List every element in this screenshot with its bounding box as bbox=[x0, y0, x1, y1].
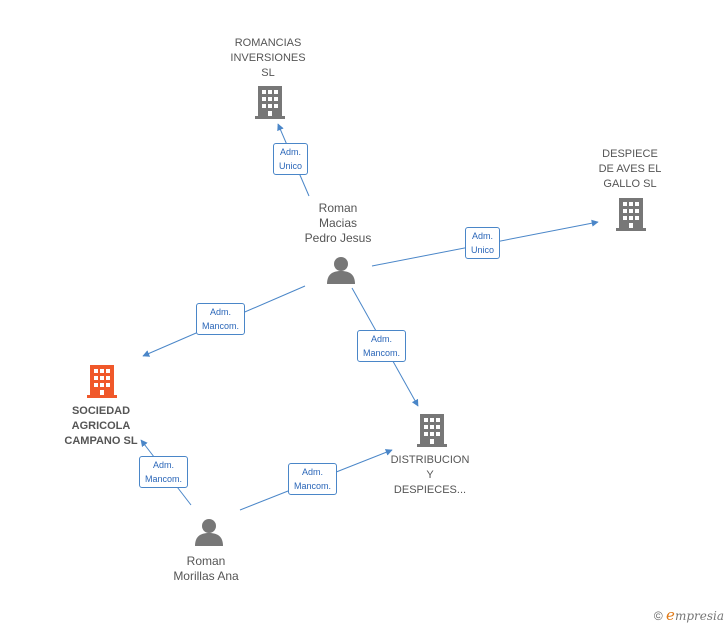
label-line: DESPIECE bbox=[602, 148, 658, 160]
label-line: Roman bbox=[318, 201, 358, 215]
building-icon[interactable] bbox=[417, 414, 447, 447]
building-icon[interactable] bbox=[616, 198, 646, 231]
label-line: CAMPANO SL bbox=[64, 435, 138, 447]
label-line: Morillas Ana bbox=[173, 569, 239, 583]
edge-label-line: Mancom. bbox=[363, 348, 401, 358]
edge-label-adm-mancom: Adm. Mancom. bbox=[139, 456, 189, 488]
label-line: DESPIECES... bbox=[393, 484, 467, 496]
edge-label-adm-mancom: Adm. Mancom. bbox=[288, 463, 338, 495]
edge-label-adm-mancom: Adm. Mancom. bbox=[196, 303, 246, 335]
edge-label-line: Adm. bbox=[210, 307, 232, 317]
edge-label-line: Adm. bbox=[371, 334, 393, 344]
label-line: Pedro Jesus bbox=[304, 231, 372, 245]
building-icon[interactable] bbox=[255, 86, 285, 119]
edge-label-line: Unico bbox=[471, 245, 495, 255]
label-line: ROMANCIAS bbox=[234, 37, 302, 49]
label-line: DISTRIBUCION bbox=[390, 454, 470, 466]
edge-label-line: Adm. bbox=[302, 467, 324, 477]
edge-label-line: Adm. bbox=[472, 231, 494, 241]
edge-label-line: Adm. bbox=[280, 147, 302, 157]
edge-label-line: Adm. bbox=[153, 460, 175, 470]
label-line: Y bbox=[426, 469, 434, 481]
brand-name: mpresia bbox=[674, 609, 724, 623]
edge-label-adm-unico: Adm. Unico bbox=[273, 143, 309, 175]
edge-label-adm-unico: Adm. Unico bbox=[465, 227, 501, 259]
company-label-romancias[interactable]: ROMANCIAS INVERSIONES SL bbox=[218, 36, 318, 81]
copyright-symbol: © bbox=[653, 609, 663, 623]
brand-logo: © empresia bbox=[654, 606, 724, 624]
label-line: SL bbox=[261, 67, 275, 79]
person-icon[interactable] bbox=[327, 257, 355, 284]
person-label-roman-morillas[interactable]: Roman Morillas Ana bbox=[156, 554, 256, 584]
person-label-roman-macias[interactable]: Roman Macias Pedro Jesus bbox=[288, 201, 388, 246]
person-icon[interactable] bbox=[195, 519, 223, 546]
edge-label-line: Mancom. bbox=[202, 321, 240, 331]
company-label-despiece[interactable]: DESPIECE DE AVES EL GALLO SL bbox=[580, 147, 680, 192]
company-label-sociedad[interactable]: SOCIEDAD AGRICOLA CAMPANO SL bbox=[51, 404, 151, 449]
label-line: DE AVES EL bbox=[598, 163, 662, 175]
label-line: SOCIEDAD bbox=[71, 405, 131, 417]
label-line: INVERSIONES bbox=[230, 52, 306, 64]
building-icon-main[interactable] bbox=[87, 365, 117, 398]
edge-label-line: Mancom. bbox=[145, 474, 183, 484]
label-line: Roman bbox=[186, 554, 226, 568]
label-line: Macias bbox=[318, 216, 357, 230]
edge-label-line: Mancom. bbox=[294, 481, 332, 491]
edge-label-line: Unico bbox=[279, 161, 303, 171]
label-line: AGRICOLA bbox=[71, 420, 131, 432]
edge-label-adm-mancom: Adm. Mancom. bbox=[357, 330, 407, 362]
label-line: GALLO SL bbox=[603, 178, 657, 190]
brand-e: e bbox=[666, 606, 675, 624]
company-label-distribucion[interactable]: DISTRIBUCION Y DESPIECES... bbox=[380, 453, 480, 498]
